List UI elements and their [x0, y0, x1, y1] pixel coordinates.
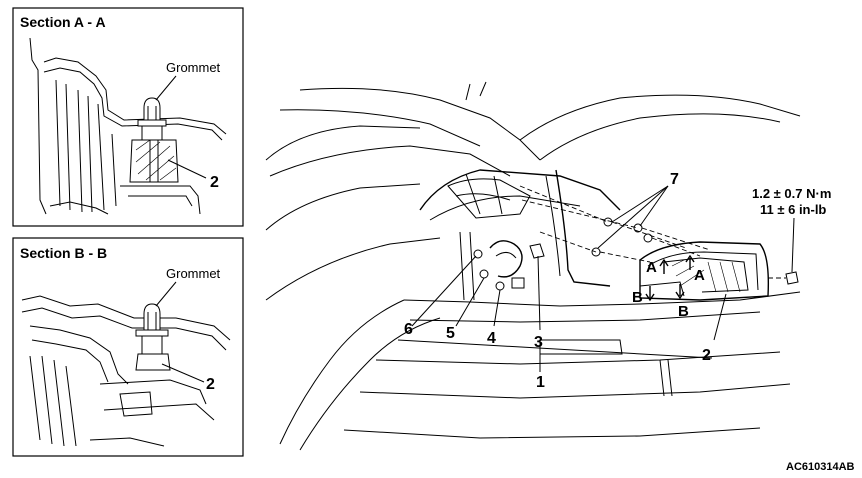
callout-2: 2 — [702, 347, 711, 364]
torque-metric: 1.2 ± 0.7 N·m — [752, 186, 831, 201]
section-aa-frame — [12, 7, 244, 227]
section-marker-a-right: A — [694, 267, 705, 284]
wiring-harness — [473, 240, 545, 291]
callout-leaders — [397, 185, 795, 372]
section-bb-callout-leader — [161, 363, 205, 383]
fastener-upper-left — [603, 217, 613, 227]
section-aa-title: Section A - A — [20, 14, 106, 30]
section-aa-grommet-label: Grommet — [166, 60, 221, 75]
vehicle-rear-body — [265, 81, 801, 451]
section-bb-title: Section B - B — [20, 245, 107, 261]
section-marker-b-right: B — [678, 303, 689, 320]
callout-7: 7 — [670, 171, 679, 188]
callout-6: 6 — [404, 321, 413, 338]
section-bb-body-panel — [21, 295, 231, 447]
section-bb-grommet-leader — [155, 281, 177, 307]
section-aa-grommet-leader — [155, 75, 177, 101]
section-marker-b-left: B — [632, 289, 643, 306]
callout-3: 3 — [534, 334, 543, 351]
section-bb-grommet-label: Grommet — [166, 266, 221, 281]
section-marker-a-left: A — [646, 259, 657, 276]
section-aa-inset: Section A - A — [12, 7, 244, 227]
section-aa-body-panel — [29, 37, 227, 215]
section-aa-callout-leader — [167, 159, 207, 179]
callout-4: 4 — [487, 330, 496, 347]
callout-1: 1 — [536, 374, 545, 391]
section-aa-grommet-clip — [129, 97, 179, 183]
figure-code: AC610314AB — [786, 461, 855, 473]
tail-lamp-assembly — [639, 241, 770, 301]
section-bb-grommet-clip — [135, 303, 171, 371]
mounting-bolt — [785, 271, 799, 285]
section-markers — [645, 254, 695, 302]
torque-imperial: 11 ± 6 in-lb — [760, 202, 826, 217]
section-bb-frame — [12, 237, 244, 457]
section-bb-callout-2: 2 — [206, 376, 215, 393]
section-aa-callout-2: 2 — [210, 174, 219, 191]
alignment-lines — [519, 185, 786, 279]
section-bb-inset: Section B - B Grommet 2 — [12, 237, 244, 457]
callout-5: 5 — [446, 325, 455, 342]
